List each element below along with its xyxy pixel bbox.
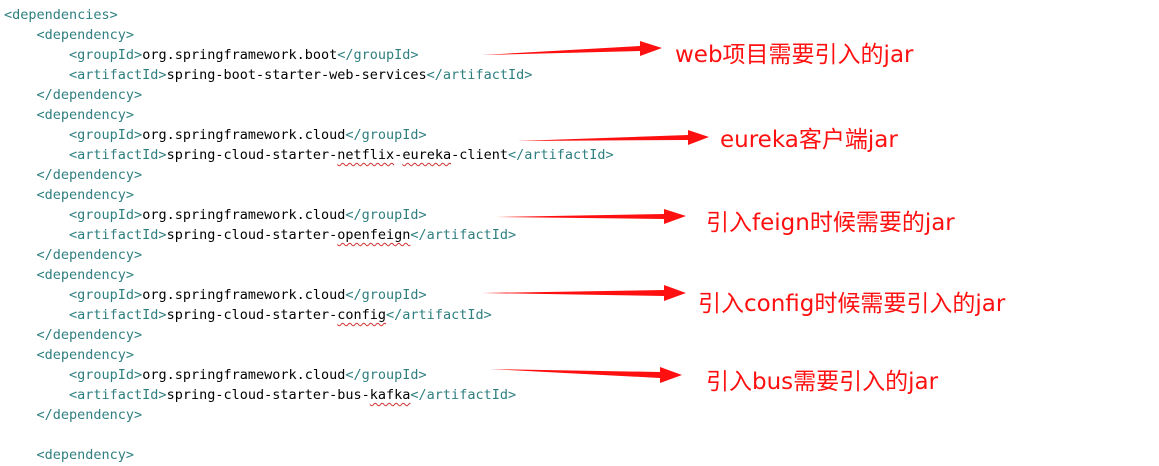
artifactid-close-tag: </artifactId> [508,147,614,163]
code-line: <groupId>org.springframework.cloud</grou… [4,125,614,145]
code-line: </dependency> [4,405,614,425]
dependency-open-tag: <dependency> [36,27,135,43]
code-line: </dependency> [4,85,614,105]
artifactid-open-tag: <artifactId> [69,227,167,243]
spellcheck-word: eureka [402,147,452,163]
annotation-web-jar: web项目需要引入的jar [675,42,914,68]
artifactid-close-tag: </artifactId> [410,387,517,403]
code-line: </dependency> [4,325,614,345]
group-id-value: org.springframework.cloud [142,127,346,143]
group-id-value: org.springframework.boot [142,47,338,63]
code-line: <dependency> [4,185,614,205]
dependency-open-tag: <dependency> [36,347,135,363]
group-id-value: org.springframework.cloud [142,207,346,223]
artifact-part: spring-cloud-starter-bus- [166,387,370,403]
arrow-2 [517,130,709,145]
groupid-open-tag: <groupId> [69,127,143,143]
artifactid-close-tag: </artifactId> [426,67,533,83]
dependency-open-tag: <dependency> [36,187,135,203]
code-editor: <dependencies> <dependency> <groupId>org… [4,5,614,465]
artifact-part: spring-cloud-starter- [166,227,338,243]
spellcheck-word: openfeign [337,227,411,243]
dependency-close-tag: </dependency> [36,407,143,423]
annotation-eureka-jar: eureka客户端jar [720,127,898,153]
code-line: <artifactId>spring-cloud-starter-openfei… [4,225,614,245]
groupid-close-tag: </groupId> [345,367,427,383]
code-line: <dependencies> [4,5,614,25]
arrow-4 [482,285,686,301]
artifact-id-value: spring-cloud-starter-netflix-eureka-clie… [167,147,508,163]
groupid-close-tag: </groupId> [345,287,427,303]
groupid-open-tag: <groupId> [69,47,143,63]
group-id-value: org.springframework.cloud [142,367,346,383]
artifactid-open-tag: <artifactId> [69,307,167,323]
dependency-close-tag: </dependency> [36,327,143,343]
groupid-open-tag: <groupId> [69,367,143,383]
code-line: <artifactId>spring-boot-starter-web-serv… [4,65,614,85]
artifact-id-value: spring-cloud-starter-bus-kafka [167,387,411,403]
code-line: <artifactId>spring-cloud-starter-config<… [4,305,614,325]
artifact-part: - [394,147,403,163]
dependency-close-tag: </dependency> [36,167,143,183]
spellcheck-word: kafka [369,387,411,403]
groupid-close-tag: </groupId> [345,127,427,143]
code-line: <groupId>org.springframework.cloud</grou… [4,285,614,305]
code-line: </dependency> [4,245,614,265]
artifactid-open-tag: <artifactId> [69,67,167,83]
code-line: <groupId>org.springframework.cloud</grou… [4,365,614,385]
artifactid-open-tag: <artifactId> [69,387,167,403]
code-line: </dependency> [4,165,614,185]
group-id-value: org.springframework.cloud [142,287,346,303]
code-line: <groupId>org.springframework.cloud</grou… [4,205,614,225]
annotation-config-jar: 引入config时候需要引入的jar [698,291,1006,317]
code-line: <dependency> [4,265,614,285]
dependency-close-tag: </dependency> [36,87,143,103]
code-line: <dependency> [4,345,614,365]
dependency-open-tag: <dependency> [36,267,135,283]
artifact-id-value: spring-cloud-starter-config [167,307,386,323]
code-line: <dependency> [4,445,614,465]
groupid-open-tag: <groupId> [69,287,143,303]
arrow-3 [496,209,686,224]
artifact-id-value: spring-cloud-starter-openfeign [167,227,411,243]
dependency-open-tag: <dependency> [36,107,135,123]
artifactid-close-tag: </artifactId> [410,227,517,243]
groupid-open-tag: <groupId> [69,207,143,223]
code-line: <dependency> [4,105,614,125]
dependency-close-tag: </dependency> [36,247,143,263]
arrow-5 [490,367,682,383]
annotation-bus-jar: 引入bus需要引入的jar [706,369,939,395]
spellcheck-word: config [337,307,387,323]
artifact-part: spring-cloud-starter- [166,147,338,163]
artifact-part: spring-cloud-starter- [166,307,338,323]
groupid-close-tag: </groupId> [345,207,427,223]
code-line: <dependency> [4,25,614,45]
dependencies-open-tag: <dependencies> [4,7,118,23]
artifactid-open-tag: <artifactId> [69,147,167,163]
code-line: <artifactId>spring-cloud-starter-bus-kaf… [4,385,614,405]
spellcheck-word: netflix [337,147,395,163]
code-line: <artifactId>spring-cloud-starter-netflix… [4,145,614,165]
code-line: <groupId>org.springframework.boot</group… [4,45,614,65]
artifact-id-value: spring-boot-starter-web-services [166,67,427,83]
arrow-1 [482,41,662,56]
artifact-part: -client [451,147,508,163]
annotation-feign-jar: 引入feign时候需要的jar [706,210,955,236]
groupid-close-tag: </groupId> [337,47,419,63]
artifactid-close-tag: </artifactId> [386,307,492,323]
dependency-open-tag: <dependency> [36,447,135,463]
